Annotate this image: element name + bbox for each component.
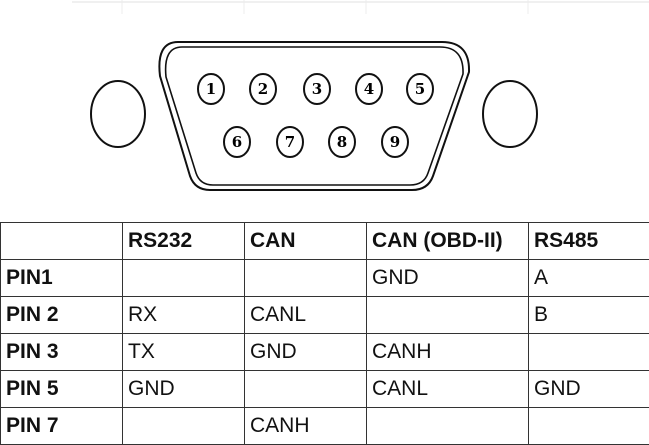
table-cell bbox=[367, 297, 529, 334]
pin-number: 1 bbox=[206, 80, 216, 98]
row-header: PIN1 bbox=[1, 260, 123, 297]
column-header: RS232 bbox=[123, 223, 245, 260]
row-header: PIN 7 bbox=[1, 408, 123, 445]
left-mounting-hole bbox=[91, 81, 145, 147]
pin-4: 4 bbox=[356, 74, 382, 104]
table-cell: CANL bbox=[367, 371, 529, 408]
pin-1: 1 bbox=[198, 74, 224, 104]
pin-number: 6 bbox=[232, 133, 242, 151]
pin-number: 9 bbox=[390, 133, 400, 151]
table-cell: CANH bbox=[245, 408, 367, 445]
pin-2: 2 bbox=[250, 74, 276, 104]
pin-3: 3 bbox=[304, 74, 330, 104]
table-cell: GND bbox=[367, 260, 529, 297]
pin-9: 9 bbox=[382, 127, 408, 157]
table-row: PIN 7 CANH bbox=[1, 408, 649, 445]
table-cell bbox=[529, 334, 649, 371]
table-cell: RX bbox=[123, 297, 245, 334]
db9-connector-diagram: 1 2 3 4 5 6 7 8 9 bbox=[0, 0, 649, 215]
table-cell bbox=[367, 408, 529, 445]
column-header: CAN bbox=[245, 223, 367, 260]
table-cell: TX bbox=[123, 334, 245, 371]
pin-5: 5 bbox=[407, 74, 433, 104]
table-cell bbox=[245, 371, 367, 408]
pin-6: 6 bbox=[224, 127, 250, 157]
pin-number: 2 bbox=[258, 80, 268, 98]
table-cell: CANL bbox=[245, 297, 367, 334]
table-cell: GND bbox=[529, 371, 649, 408]
row-header: PIN 5 bbox=[1, 371, 123, 408]
column-header: RS485 bbox=[529, 223, 649, 260]
pin-number: 4 bbox=[364, 80, 374, 98]
table-cell: CANH bbox=[367, 334, 529, 371]
pin-number: 3 bbox=[312, 80, 322, 98]
row-header: PIN 3 bbox=[1, 334, 123, 371]
connector-inner-shell bbox=[166, 47, 463, 185]
table-cell bbox=[123, 408, 245, 445]
table-cell: B bbox=[529, 297, 649, 334]
column-header: CAN (OBD-II) bbox=[367, 223, 529, 260]
table-cell bbox=[529, 408, 649, 445]
connector-outer-shell bbox=[159, 42, 469, 190]
table-cell bbox=[123, 260, 245, 297]
table-cell bbox=[245, 260, 367, 297]
row-header: PIN 2 bbox=[1, 297, 123, 334]
pin-number: 5 bbox=[415, 80, 425, 98]
column-header bbox=[1, 223, 123, 260]
table-cell: GND bbox=[123, 371, 245, 408]
pin-number: 7 bbox=[285, 133, 295, 151]
pin-8: 8 bbox=[329, 127, 355, 157]
pin-7: 7 bbox=[277, 127, 303, 157]
pin-number: 8 bbox=[337, 133, 347, 151]
right-mounting-hole bbox=[483, 81, 537, 147]
table-cell: GND bbox=[245, 334, 367, 371]
table-cell: A bbox=[529, 260, 649, 297]
